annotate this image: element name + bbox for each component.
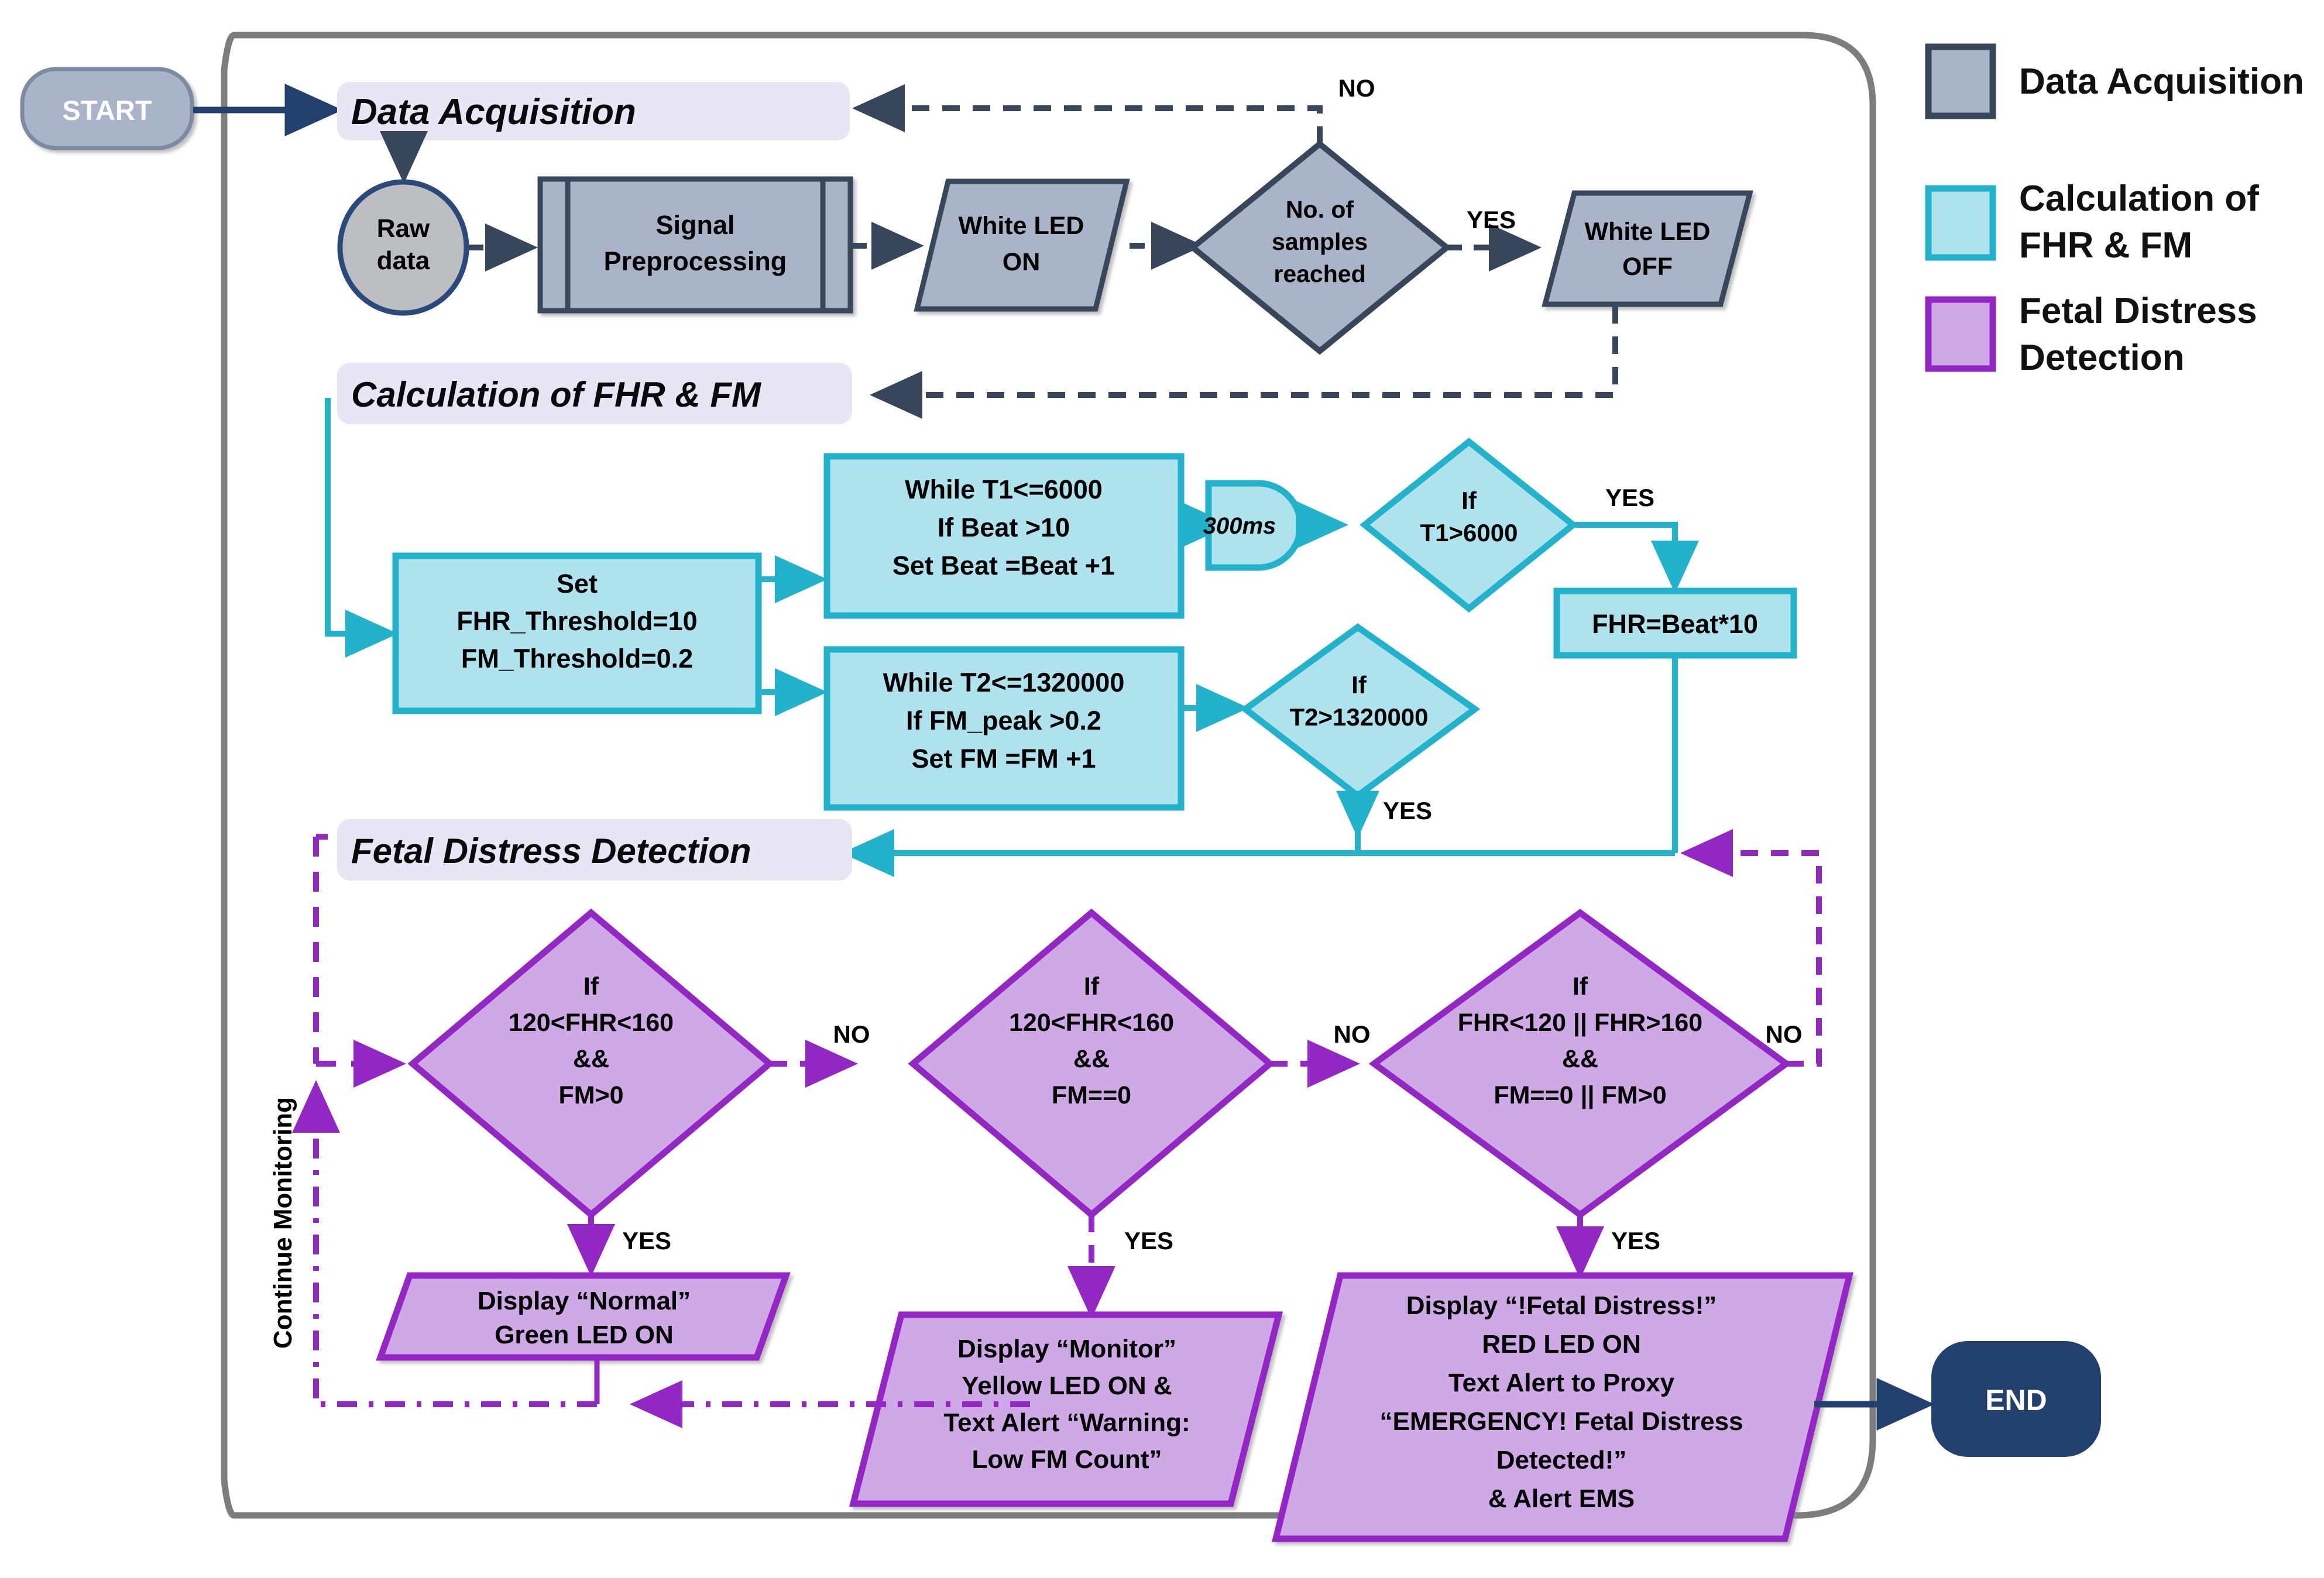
node-output-monitor-line3: Text Alert “Warning: (943, 1408, 1190, 1437)
edge-label-no-2: NO (1334, 1020, 1371, 1048)
node-t1-loop (823, 453, 1185, 619)
node-white-led-on-line2: ON (1003, 248, 1041, 276)
node-output-normal-line2: Green LED ON (495, 1321, 674, 1349)
section-header-detection (337, 819, 852, 881)
end-label: END (1985, 1384, 2047, 1417)
legend-label-calculation-line2: FHR & FM (2019, 225, 2192, 266)
edge-label-yes-samples: YES (1467, 206, 1516, 233)
node-t2-loop (823, 646, 1185, 811)
node-output-distress-line5: Detected!” (1496, 1446, 1627, 1474)
legend-label-calculation-line1: Calculation of (2019, 178, 2259, 219)
node-if-t2-line1: If (1351, 671, 1367, 699)
diagram-frame (221, 32, 1876, 1519)
node-samples-reached-line1: No. of (1286, 196, 1354, 223)
node-output-distress-line6: & Alert EMS (1488, 1484, 1635, 1513)
edge-label-yes-t1: YES (1605, 484, 1654, 511)
legend-swatch-data-acquisition (1925, 43, 1996, 119)
end-terminal (1931, 1341, 2101, 1457)
node-decision-monitor-line2: 120<FHR<160 (1009, 1009, 1174, 1037)
node-signal-preprocessing-line1: Signal (655, 210, 734, 240)
legend-label-detection-line1: Fetal Distress (2019, 291, 2257, 331)
legend-swatch-detection (1925, 296, 1996, 372)
section-header-data-acquisition (337, 82, 850, 140)
start-terminal (20, 67, 194, 150)
node-output-monitor-line1: Display “Monitor” (957, 1335, 1176, 1363)
edge-label-yes-monitor: YES (1124, 1227, 1173, 1254)
section-header-calculation-label: Calculation of FHR & FM (351, 375, 762, 414)
edge-label-continue-monitoring: Continue Monitoring (269, 1097, 297, 1349)
node-output-distress-line2: RED LED ON (1482, 1330, 1640, 1359)
node-decision-normal-line3: && (573, 1045, 609, 1073)
node-decision-distress-line2: FHR<120 || FHR>160 (1458, 1009, 1702, 1037)
node-output-monitor-line4: Low FM Count” (972, 1445, 1162, 1474)
node-fhr-calc-label: FHR=Beat*10 (1592, 609, 1758, 639)
node-t1-loop-line1: While T1<=6000 (905, 475, 1103, 504)
node-if-t2-line2: T2>1320000 (1289, 703, 1428, 731)
node-white-led-off-line1: White LED (1585, 218, 1711, 246)
node-decision-monitor-line4: FM==0 (1052, 1081, 1131, 1109)
node-output-distress-line4: “EMERGENCY! Fetal Distress (1379, 1407, 1743, 1436)
node-decision-distress-line1: If (1573, 972, 1588, 1001)
node-output-distress (1271, 1272, 1854, 1542)
node-if-t1 (1360, 437, 1578, 613)
node-set-thresholds-line2: FHR_Threshold=10 (456, 606, 697, 636)
node-output-normal-line1: Display “Normal” (478, 1287, 691, 1315)
legend-label-detection-line2: Detection (2019, 338, 2184, 378)
edge-ift1-yes (1573, 522, 1699, 594)
section-header-detection-label: Fetal Distress Detection (351, 831, 751, 871)
edge-label-yes-normal: YES (622, 1227, 671, 1254)
node-output-normal (376, 1272, 791, 1361)
node-t2-loop-line3: Set FM =FM +1 (911, 744, 1096, 773)
node-delay-300ms-label: 300ms (1203, 513, 1276, 539)
node-decision-monitor-line1: If (1084, 972, 1100, 1001)
node-samples-reached (1188, 140, 1451, 355)
node-raw-data (337, 179, 469, 316)
node-decision-distress-line4: FM==0 || FM>0 (1494, 1081, 1666, 1109)
node-decision-distress-line3: && (1562, 1045, 1598, 1073)
node-samples-reached-line2: samples (1272, 228, 1368, 255)
edge-label-yes-distress: YES (1611, 1227, 1660, 1254)
node-raw-data-line1: Raw (377, 214, 430, 243)
edge-label-no-samples: NO (1338, 74, 1375, 102)
node-samples-reached-line3: reached (1273, 260, 1365, 287)
edge-calc-section-to-set (325, 398, 399, 658)
node-t2-loop-line2: If FM_peak >0.2 (906, 706, 1101, 735)
section-header-calculation (337, 363, 852, 424)
edge-samples-no-loop (852, 84, 1323, 144)
edge-dec3-no-loop (1680, 829, 1822, 1067)
edge-label-yes-t2: YES (1383, 797, 1432, 824)
node-set-thresholds-line1: Set (557, 569, 598, 599)
edge-label-no-1: NO (833, 1020, 870, 1048)
node-decision-monitor-line3: && (1073, 1045, 1110, 1073)
node-if-t1-line2: T1>6000 (1420, 519, 1518, 546)
legend-swatch-calculation (1925, 185, 1996, 261)
node-decision-normal-line4: FM>0 (558, 1081, 623, 1109)
node-output-monitor-line2: Yellow LED ON & (962, 1371, 1172, 1400)
node-signal-preprocessing-line2: Preprocessing (604, 246, 787, 276)
node-decision-normal-line1: If (583, 972, 599, 1001)
node-set-thresholds (392, 552, 762, 714)
node-decision-normal-line2: 120<FHR<160 (509, 1009, 674, 1037)
start-label: START (62, 95, 152, 126)
section-header-data-acquisition-label: Data Acquisition (351, 92, 636, 132)
node-set-thresholds-line3: FM_Threshold=0.2 (461, 644, 693, 673)
node-output-distress-line1: Display “!Fetal Distress!” (1406, 1291, 1717, 1320)
node-t1-loop-line3: Set Beat =Beat +1 (892, 551, 1115, 580)
edge-ledoff-to-calc-section (869, 306, 1618, 419)
node-white-led-off (1542, 190, 1753, 307)
node-white-led-on-line1: White LED (959, 212, 1084, 240)
node-signal-preprocessing (537, 176, 853, 314)
edge-label-no-3: NO (1766, 1020, 1803, 1048)
node-output-distress-line3: Text Alert to Proxy (1448, 1369, 1675, 1397)
node-if-t1-line1: If (1461, 487, 1477, 514)
node-t2-loop-line1: While T2<=1320000 (883, 668, 1125, 697)
node-output-monitor (849, 1311, 1283, 1507)
node-raw-data-line2: data (377, 246, 430, 275)
node-white-led-on (914, 178, 1130, 312)
node-white-led-off-line2: OFF (1622, 253, 1673, 281)
node-t1-loop-line2: If Beat >10 (938, 513, 1070, 542)
legend-label-data-acquisition: Data Acquisition (2019, 61, 2304, 102)
